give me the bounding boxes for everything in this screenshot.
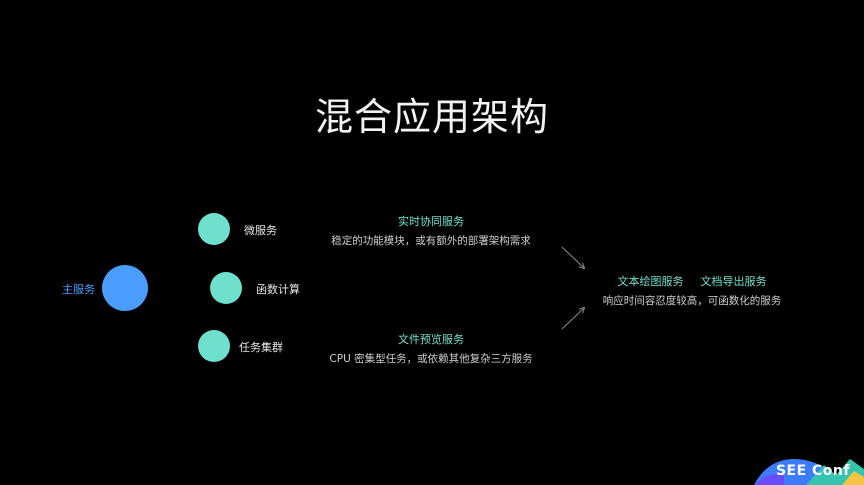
main-service-label: 主服务 [62,283,95,296]
task-cluster-label: 任务集群 [239,341,283,354]
file-preview-title: 文件预览服务 [398,333,464,346]
microservice-node [198,213,230,245]
file-preview-note: 文件预览服务 CPU 密集型任务，或依赖其他复杂三方服务 [300,331,562,366]
function-services-note: 文本绘图服务 文档导出服务 响应时间容忍度较高，可函数化的服务 [584,273,800,308]
see-conf-logo-graphic [754,459,864,485]
main-service-node [102,265,148,311]
see-conf-logo-text: SEE Conf [775,463,850,479]
function-compute-node [210,272,242,304]
arrow-down-right [561,246,584,268]
function-services-desc: 响应时间容忍度较高，可函数化的服务 [602,295,782,307]
realtime-service-desc: 稳定的功能模块，或有额外的部署架构需求 [331,235,531,247]
doc-export-service-title: 文档导出服务 [700,275,767,288]
realtime-service-note: 实时协同服务 稳定的功能模块，或有额外的部署架构需求 [300,213,562,248]
text-drawing-service-title: 文本绘图服务 [617,275,684,288]
task-cluster-node [198,330,230,362]
arrow-up-right [561,308,584,330]
function-compute-label: 函数计算 [256,283,300,296]
file-preview-desc: CPU 密集型任务，或依赖其他复杂三方服务 [329,353,533,365]
microservice-label: 微服务 [244,224,277,237]
slide-title: 混合应用架构 [314,95,549,139]
realtime-service-title: 实时协同服务 [398,215,464,228]
